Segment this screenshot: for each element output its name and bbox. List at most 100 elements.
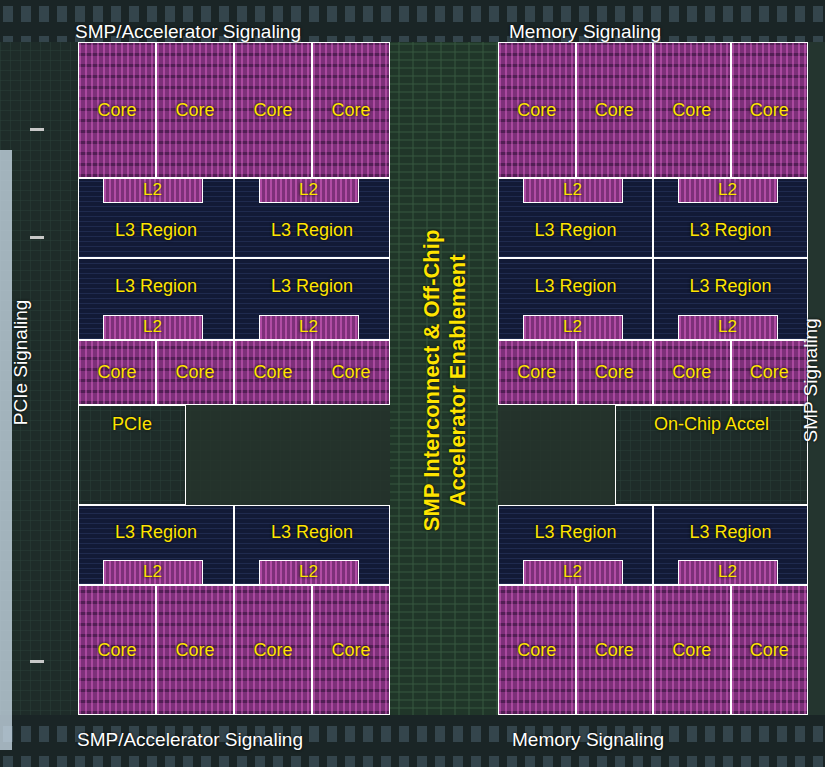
core-box: Core [653,585,731,715]
core-box: Core [498,585,576,715]
core-box: Core [78,585,156,715]
unit-label: Core [97,100,136,121]
cache-label: L2 [299,180,318,200]
signal-pads [0,715,825,767]
core-box: Core [576,585,654,715]
l3-region: L3 RegionL2 [498,258,653,340]
cache-label: L2 [563,317,582,337]
l3-region: L3 RegionL2 [234,258,390,340]
signal-label: Memory Signaling [509,21,661,42]
l2-cache: L2 [103,178,203,203]
l3-region: L3 RegionL2 [653,258,808,340]
cache-label: L2 [718,317,737,337]
core-box: Core [234,42,312,178]
unit-label: Core [331,362,370,383]
core-box: Core [78,42,156,178]
l3-region: L3 RegionL2 [78,505,234,585]
io-block: PCIe [78,405,186,505]
l2-cache: L2 [678,178,778,203]
l2-cache: L2 [678,315,778,340]
l2-cache: L2 [523,315,623,340]
signal-label: SMP/Accelerator Signaling [77,729,303,752]
unit-label: Core [97,640,136,661]
unit-label: L3 Region [271,522,353,543]
unit-label: L3 Region [534,522,616,543]
unit-label: L3 Region [115,276,197,297]
core-box: Core [731,340,809,405]
core-box: Core [234,585,312,715]
unit-label: Core [97,362,136,383]
unit-label: Core [517,100,556,121]
cache-label: L2 [299,562,318,582]
core-box: Core [576,340,654,405]
signal-label: PCIe Signaling [10,299,31,425]
unit-label: Core [253,362,292,383]
unit-label: Core [517,640,556,661]
io-block: On-Chip Accel [615,405,808,505]
unit-label: L3 Region [689,220,771,241]
l2-cache: L2 [103,315,203,340]
signal-pads [0,0,825,42]
cache-label: L2 [718,562,737,582]
core-box: Core [234,340,312,405]
signal-label: SMP/Accelerator Signaling [75,21,301,42]
unit-label: L3 Region [534,220,616,241]
unit-label: Core [595,362,634,383]
unit-label: Core [672,362,711,383]
logic-area [498,405,615,505]
unit-label: Core [175,362,214,383]
interconnect-channel [390,42,498,715]
unit-label: Core [517,362,556,383]
block-label: On-Chip Accel [654,414,769,435]
l2-cache: L2 [259,315,359,340]
core-box: Core [498,340,576,405]
signal-label: Memory Signaling [509,21,661,44]
l3-region: L3 Region L2 [234,178,390,258]
l3-region: L3 Region L2 [498,178,653,258]
core-box: Core [78,340,156,405]
unit-label: Core [672,100,711,121]
unit-label: Core [331,640,370,661]
pad-marks [30,128,44,663]
core-box: Core [653,340,731,405]
unit-label: Core [331,100,370,121]
unit-label: Core [750,640,789,661]
interconnect-label: SMP Interconnect & Off-Chip Accelerator … [419,180,472,580]
core-box: Core [653,42,731,178]
l3-region: L3 RegionL2 [78,178,234,258]
cache-label: L2 [143,562,162,582]
signal-label: SMP Signaling [800,318,821,442]
l3-region: L3 RegionL2 [653,505,808,585]
core-box: Core [312,585,390,715]
signal-label: SMP Signaling [800,318,823,442]
cache-label: L2 [718,180,737,200]
signal-label: Memory Signaling [512,729,664,752]
cache-label: L2 [143,317,162,337]
unit-label: L3 Region [271,220,353,241]
core-box: Core [312,42,390,178]
signal-label: SMP/Accelerator Signaling [75,21,301,44]
unit-label: Core [253,640,292,661]
logic-area [186,405,390,505]
core-box: Core [731,42,809,178]
core-box: Core [156,585,234,715]
unit-label: Core [750,100,789,121]
l3-region: L3 Region L2 [653,178,808,258]
unit-label: L3 Region [271,276,353,297]
interconnect-label: SMP Interconnect & Off-Chip Accelerator … [419,180,472,580]
l2-cache: L2 [523,178,623,203]
unit-label: L3 Region [115,522,197,543]
l2-cache: L2 [103,560,203,585]
unit-label: Core [253,100,292,121]
l2-cache: L2 [259,560,359,585]
unit-label: Core [595,100,634,121]
core-box: Core [156,340,234,405]
unit-label: L3 Region [689,522,771,543]
unit-label: L3 Region [689,276,771,297]
unit-label: Core [750,362,789,383]
core-box: Core [312,340,390,405]
l3-region: L3 RegionL2 [234,505,390,585]
cache-label: L2 [143,180,162,200]
